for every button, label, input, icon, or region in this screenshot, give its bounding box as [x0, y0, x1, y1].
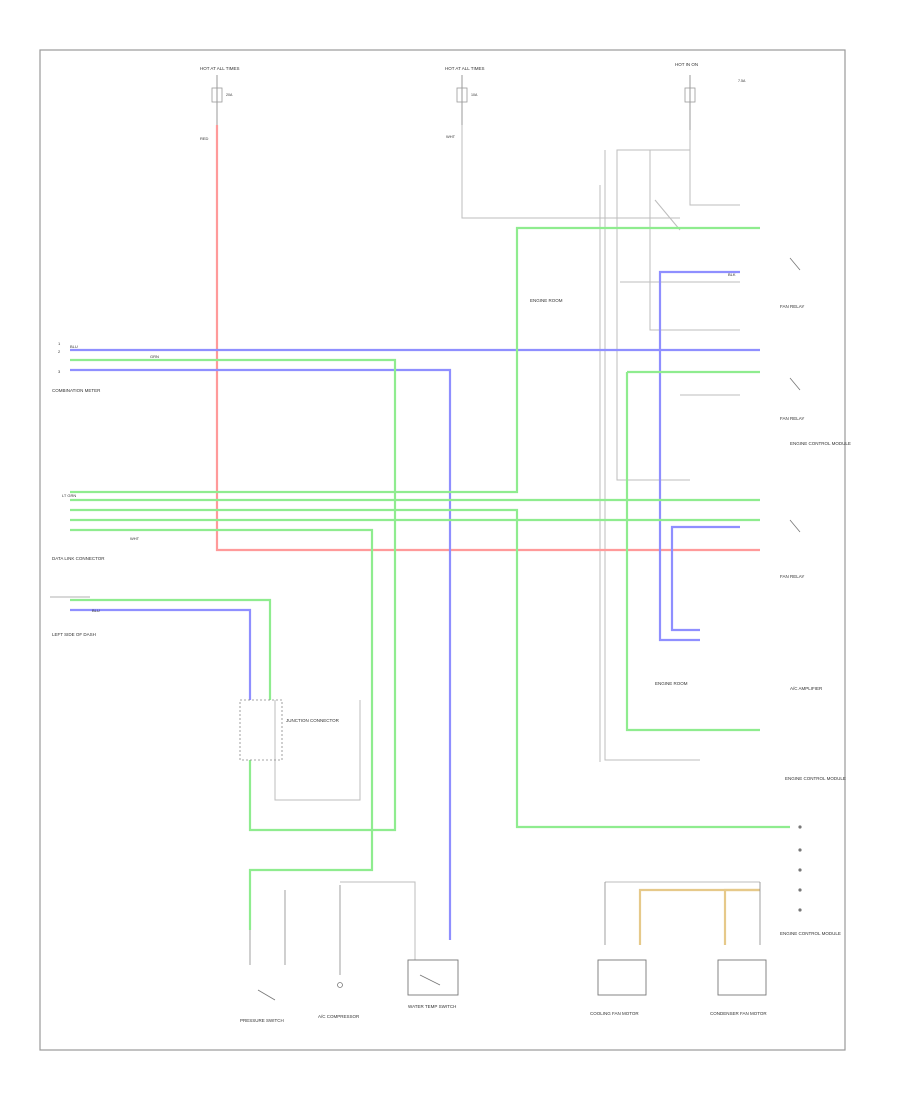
- ecm-pins: ENGINE CONTROL MODULE: [780, 825, 841, 936]
- ecm-right: ENGINE CONTROL MODULE A/C AMPLIFIER ENGI…: [785, 441, 851, 781]
- wire-label-blu-1: BLU: [70, 344, 78, 349]
- fuse-mid-title: HOT AT ALL TIMES: [445, 66, 485, 71]
- blue-wires: [70, 270, 760, 940]
- junction-label: JUNCTION CONNECTOR: [286, 718, 340, 723]
- ac-compressor-label: A/C COMPRESSOR: [318, 1014, 360, 1019]
- pressure-switch-label: PRESSURE SWITCH: [240, 1018, 284, 1023]
- fuse-right-title: HOT IN ON: [675, 62, 698, 67]
- wire-label-wht-1: WHT: [130, 536, 140, 541]
- condenser-fan-motor: CONDENSER FAN MOTOR: [710, 882, 767, 1016]
- relay-2: FAN RELAY: [780, 377, 804, 421]
- wire-label-grn-1: GRN: [150, 354, 159, 359]
- ecm-right-label: ENGINE CONTROL MODULE: [790, 441, 851, 446]
- gray-wires: [274, 125, 760, 960]
- dlc-label: DATA LINK CONNECTOR: [52, 556, 105, 561]
- green-wires: [70, 226, 790, 930]
- relay-1: FAN RELAY: [780, 257, 804, 309]
- left-kick-label: LEFT SIDE OF DASH: [52, 632, 96, 637]
- wire-label-blk-1: BLK: [728, 272, 736, 277]
- red-wire: [215, 125, 760, 552]
- engine-room-connector: ENGINE ROOM ENGINE ROOM BLK: [530, 272, 736, 686]
- fuse-block-left: HOT AT ALL TIMES 20A RED: [200, 66, 240, 141]
- condenser-fan-label: CONDENSER FAN MOTOR: [710, 1011, 767, 1016]
- fuse-left-rating: 20A: [226, 93, 233, 97]
- water-temp-switch: WATER TEMP SWITCH: [407, 959, 459, 1009]
- left-kick-connector: BLU LEFT SIDE OF DASH: [50, 596, 100, 637]
- tan-wires: [638, 888, 760, 945]
- wire-label-ltgrn-1: LT GRN: [62, 493, 76, 498]
- fuse-right-rating: 7.5A: [738, 79, 746, 83]
- wire-label-blu-2: BLU: [92, 608, 100, 613]
- engine-room-label-1: ENGINE ROOM: [530, 298, 563, 303]
- cooling-fan-motor: COOLING FAN MOTOR: [590, 882, 647, 1016]
- junction-connector: JUNCTION CONNECTOR: [239, 699, 340, 761]
- relay-3: FAN RELAY: [780, 519, 804, 579]
- relay-1-label: FAN RELAY: [780, 304, 804, 309]
- svg-text:1: 1: [58, 341, 61, 346]
- ecm-pins-label: ENGINE CONTROL MODULE: [780, 931, 841, 936]
- water-temp-label: WATER TEMP SWITCH: [408, 1004, 456, 1009]
- fuse-block-right: HOT IN ON 7.5A: [675, 62, 746, 130]
- relay-3-label: FAN RELAY: [780, 574, 804, 579]
- cooling-fan-label: COOLING FAN MOTOR: [590, 1011, 639, 1016]
- svg-text:3: 3: [58, 369, 61, 374]
- engine-room-label-2: ENGINE ROOM: [655, 681, 688, 686]
- dlc-connector: LT GRN WHT DATA LINK CONNECTOR: [52, 493, 140, 561]
- pressure-switch: PRESSURE SWITCH: [240, 890, 286, 1023]
- wire-label-wht-top: WHT: [446, 134, 456, 139]
- engine-ecm-label: ENGINE CONTROL MODULE: [785, 776, 846, 781]
- wire-label-red-top: RED: [200, 136, 209, 141]
- svg-text:2: 2: [58, 349, 61, 354]
- fuse-mid-rating: 10A: [471, 93, 478, 97]
- diagram-frame: [39, 49, 846, 1051]
- relay-2-label: FAN RELAY: [780, 416, 804, 421]
- combo-meter-connector: 1 2 3 BLU GRN COMBINATION METER: [52, 341, 159, 393]
- ac-amp-label: A/C AMPLIFIER: [790, 686, 823, 691]
- fuse-left-title: HOT AT ALL TIMES: [200, 66, 240, 71]
- ac-compressor: A/C COMPRESSOR: [318, 885, 360, 1019]
- fuse-block-mid: HOT AT ALL TIMES 10A WHT: [445, 66, 485, 139]
- combo-meter-label: COMBINATION METER: [52, 388, 101, 393]
